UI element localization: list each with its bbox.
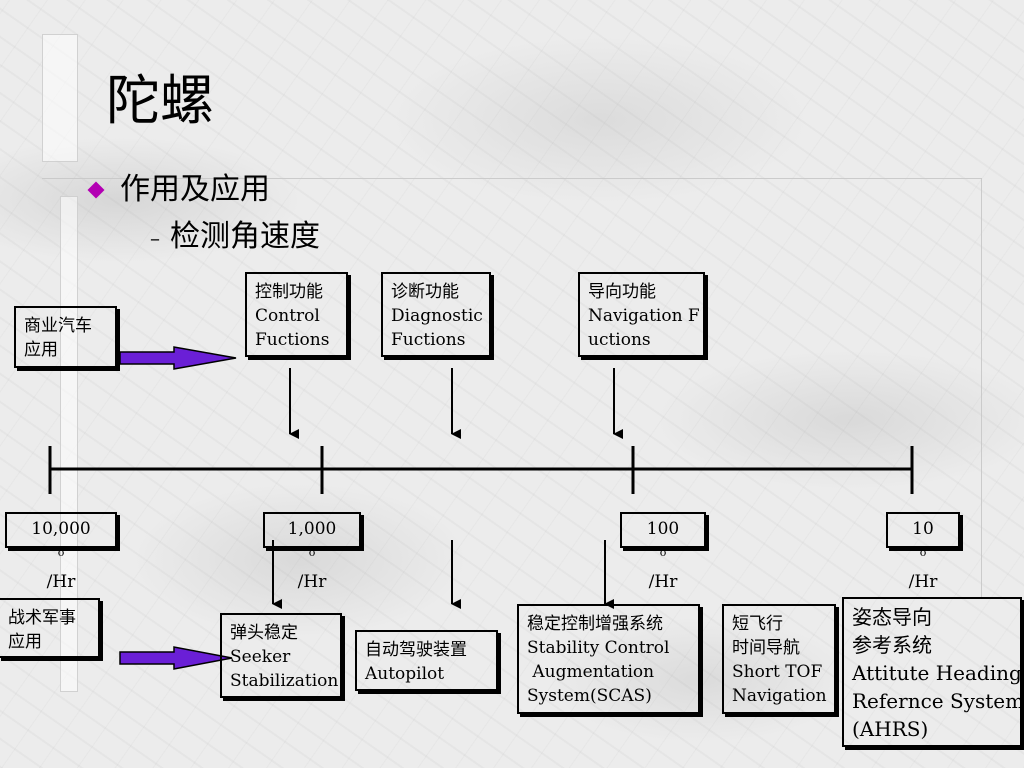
box-line: System(SCAS) [527, 686, 652, 706]
seeker-stabilization-box: 弹头稳定 Seeker Stabilization [220, 613, 342, 698]
decorative-bar-side [60, 196, 78, 692]
scale-value: 10,000 [31, 519, 91, 539]
scas-box: 稳定控制增强系统 Stability Control Augmentation … [517, 604, 700, 714]
scale-unit: /Hr [297, 571, 327, 592]
box-line: Navigation [732, 686, 827, 706]
box-line: 商业汽车 [24, 316, 92, 336]
box-line: Refernce System [852, 689, 1024, 713]
decorative-frame-line [42, 178, 982, 179]
scale-unit: /Hr [46, 571, 76, 592]
short-tof-navigation-box: 短飞行 时间导航 Short TOF Navigation [722, 604, 836, 714]
decorative-frame-right [981, 178, 982, 598]
box-line: 导向功能 [588, 282, 656, 302]
box-line: (AHRS) [852, 717, 929, 741]
box-line: 诊断功能 [391, 282, 459, 302]
scale-unit-sup: o [57, 546, 65, 559]
box-line: 弹头稳定 [230, 623, 298, 643]
scale-value: 1,000 [287, 519, 337, 539]
box-line: Attitute Heading [852, 661, 1022, 685]
box-line: Seeker [230, 647, 291, 667]
scale-unit-sup: o [308, 546, 316, 559]
dash-bullet: – [150, 226, 160, 250]
scale-label-1000: 1,000 o/Hr [263, 512, 361, 592]
box-line: 自动驾驶装置 [365, 640, 467, 660]
box-line: 战术军事 [8, 608, 76, 628]
scale-unit: /Hr [908, 571, 938, 592]
subbullet-item: –检测角速度 [150, 221, 320, 254]
tactical-military-box: 战术军事 应用 [0, 598, 100, 658]
bullet-item: 作用及应用 [87, 172, 270, 207]
box-line: 姿态导向 [852, 605, 932, 629]
purple-arrow-commercial [119, 346, 237, 370]
scale-label-10: 10 o/Hr [886, 512, 960, 592]
scale-label-100: 100 o/Hr [620, 512, 706, 592]
bullet-text: 作用及应用 [120, 172, 270, 207]
diagnostic-functions-box: 诊断功能 Diagnostic Fuctions [381, 272, 491, 357]
box-line: Autopilot [365, 664, 445, 684]
subbullet-text: 检测角速度 [170, 219, 320, 254]
box-line: 短飞行 [732, 614, 783, 634]
box-line: Stability Control [527, 638, 670, 658]
scale-unit-sup: o [919, 546, 927, 559]
slide-title: 陀螺 [106, 69, 214, 132]
commercial-auto-box: 商业汽车 应用 [14, 306, 117, 368]
box-line: uctions [588, 330, 651, 350]
ahrs-box: 姿态导向 参考系统 Attitute Heading Refernce Syst… [842, 597, 1024, 747]
box-line: 稳定控制增强系统 [527, 614, 663, 634]
box-line: 控制功能 [255, 282, 323, 302]
box-line: Short TOF [732, 662, 823, 682]
scale-label-10000: 10,000 o/Hr [5, 512, 117, 592]
box-line: 时间导航 [732, 638, 800, 658]
decorative-bar-top [42, 34, 78, 162]
autopilot-box: 自动驾驶装置 Autopilot [355, 630, 498, 691]
box-line: Augmentation [527, 662, 655, 682]
scale-value: 10 [912, 519, 934, 539]
box-line: 应用 [8, 632, 42, 652]
box-line: Fuctions [255, 330, 330, 350]
box-line: Fuctions [391, 330, 466, 350]
scale-unit-sup: o [659, 546, 667, 559]
box-line: Diagnostic [391, 306, 483, 326]
box-line: 应用 [24, 340, 58, 360]
box-line: Navigation F [588, 306, 700, 326]
control-functions-box: 控制功能 Control Fuctions [245, 272, 348, 357]
box-line: 参考系统 [852, 633, 932, 657]
box-line: Control [255, 306, 320, 326]
box-line: Stabilization [230, 671, 339, 691]
scale-value: 100 [646, 519, 680, 539]
navigation-functions-box: 导向功能 Navigation F uctions [578, 272, 705, 357]
purple-arrow-military [119, 646, 233, 670]
scale-unit: /Hr [648, 571, 678, 592]
